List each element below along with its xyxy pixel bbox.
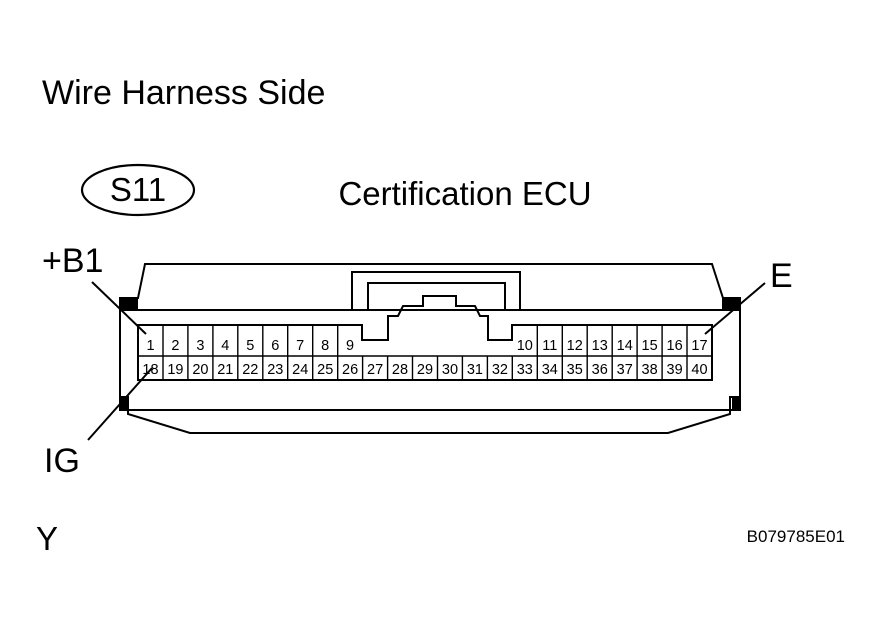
pin-number: 13 bbox=[592, 338, 608, 354]
pin-number: 15 bbox=[642, 338, 658, 354]
pin-number: 31 bbox=[467, 362, 483, 378]
housing-corner-block bbox=[120, 397, 128, 410]
pin-number: 33 bbox=[517, 362, 533, 378]
footer-left-code: Y bbox=[36, 520, 58, 557]
housing-corner-block bbox=[120, 298, 138, 310]
pin-area-outline bbox=[137, 295, 713, 381]
pin-number: 24 bbox=[292, 362, 308, 378]
pin-number: 21 bbox=[217, 362, 233, 378]
pin-number: 12 bbox=[567, 338, 583, 354]
pin-number: 7 bbox=[296, 338, 304, 354]
pin-number: 30 bbox=[442, 362, 458, 378]
pin-number: 11 bbox=[542, 338, 557, 354]
pin-grid: 1234567891011121314151617181920212223242… bbox=[142, 325, 708, 380]
connector-code-ellipse bbox=[80, 163, 196, 217]
figure-id: B079785E01 bbox=[747, 527, 845, 546]
pin-number: 36 bbox=[592, 362, 608, 378]
housing-corner-block bbox=[732, 397, 740, 410]
pin-number: 40 bbox=[691, 362, 707, 378]
pin-number: 4 bbox=[221, 338, 229, 354]
pin-number: 38 bbox=[642, 362, 658, 378]
pin-number: 22 bbox=[242, 362, 258, 378]
pin-number: 6 bbox=[271, 338, 279, 354]
pin-number: 29 bbox=[417, 362, 433, 378]
pin-number: 26 bbox=[342, 362, 358, 378]
pin-number: 1 bbox=[146, 338, 154, 354]
diagram-title: Wire Harness Side bbox=[42, 74, 325, 112]
callout-line-b1 bbox=[91, 281, 147, 335]
pin-number: 32 bbox=[492, 362, 508, 378]
terminal-label-e: E bbox=[770, 257, 793, 295]
pin-number: 27 bbox=[367, 362, 383, 378]
pin-number: 28 bbox=[392, 362, 408, 378]
housing-corner-block bbox=[722, 298, 740, 310]
pin-number: 14 bbox=[617, 338, 633, 354]
pin-number: 9 bbox=[346, 338, 354, 354]
pin-number: 10 bbox=[517, 338, 533, 354]
pin-number: 3 bbox=[196, 338, 204, 354]
terminal-label-b1: +B1 bbox=[42, 242, 103, 280]
pin-number: 39 bbox=[667, 362, 683, 378]
callout-line-e bbox=[704, 282, 766, 335]
pin-number: 35 bbox=[567, 362, 583, 378]
pin-number: 34 bbox=[542, 362, 558, 378]
pin-number: 16 bbox=[667, 338, 683, 354]
component-name: Certification ECU bbox=[338, 175, 591, 212]
pin-number: 2 bbox=[171, 338, 179, 354]
pin-number: 25 bbox=[317, 362, 333, 378]
pin-number: 5 bbox=[246, 338, 254, 354]
pin-number: 20 bbox=[192, 362, 208, 378]
pin-number: 19 bbox=[167, 362, 183, 378]
pin-number: 37 bbox=[617, 362, 633, 378]
pin-number: 23 bbox=[267, 362, 283, 378]
pin-number: 17 bbox=[691, 338, 707, 354]
terminal-label-ig: IG bbox=[44, 442, 80, 480]
pin-number: 8 bbox=[321, 338, 329, 354]
connector-code: S11 bbox=[110, 171, 166, 208]
callout-line-ig bbox=[87, 367, 153, 441]
